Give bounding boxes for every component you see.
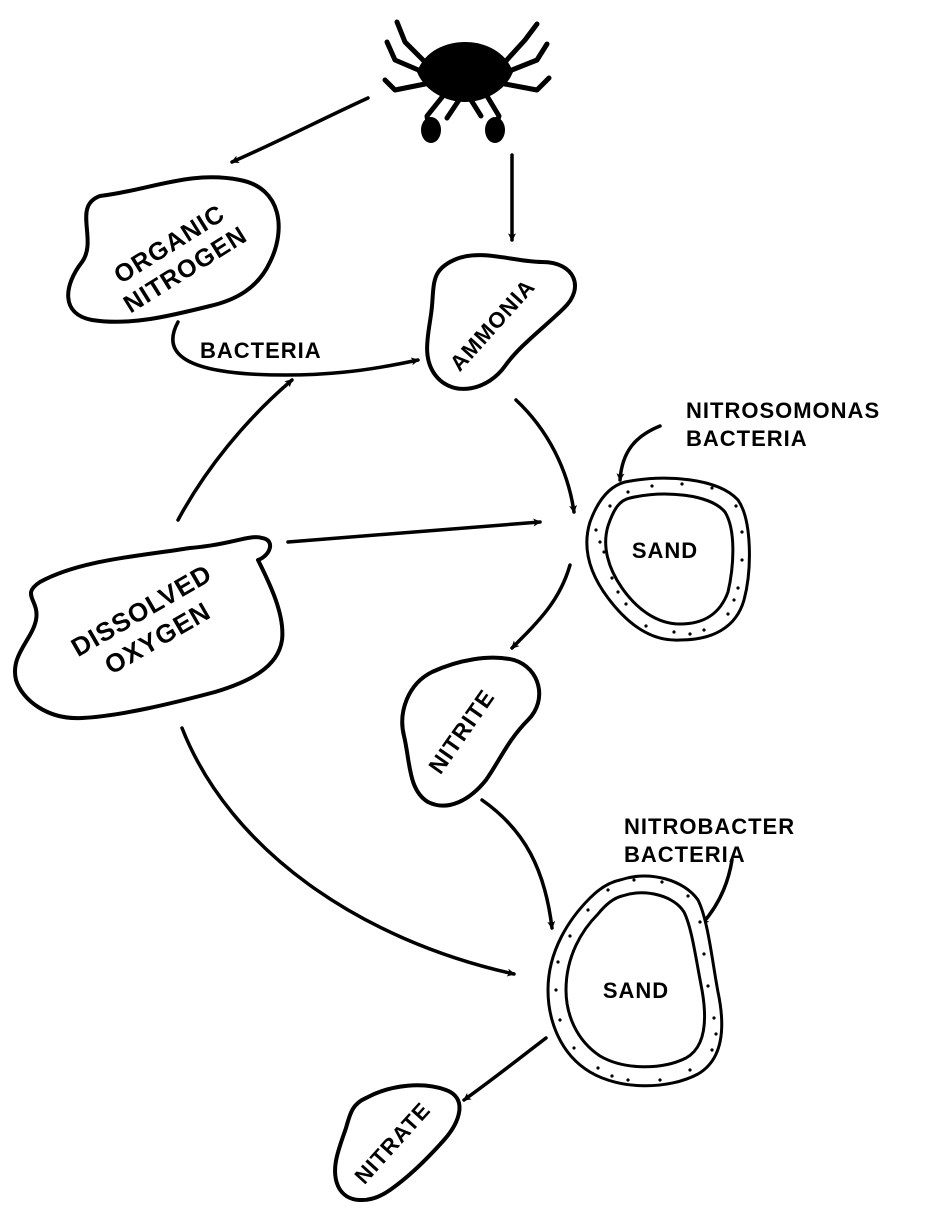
nitrobacter-label-2: BACTERIA: [624, 842, 746, 867]
organic-nitrogen-node: ORGANIC NITROGEN: [68, 177, 278, 322]
arrow-sand-1-to-nitrite: [512, 565, 570, 648]
nitrosomonas-label: NITROSOMONAS BACTERIA: [686, 398, 880, 451]
sand-2-node: SAND: [548, 876, 722, 1086]
nitrate-node: NITRATE: [335, 1085, 459, 1200]
arrow-crab-to-organic-nitrogen: [232, 98, 368, 162]
arrow-oxygen-to-bacteria-step: [178, 380, 292, 520]
nitrite-node: NITRITE: [402, 658, 539, 806]
ammonia-node: AMMONIA: [427, 255, 575, 389]
arrow-nitrite-to-sand-2: [482, 800, 552, 928]
pointer-nitrobacter: [702, 860, 732, 924]
sand-1-label: SAND: [632, 538, 698, 563]
nitrosomonas-label-2: BACTERIA: [686, 426, 808, 451]
arrow-sand-2-to-nitrate: [464, 1038, 546, 1100]
nitrobacter-label: NITROBACTER BACTERIA: [624, 814, 795, 867]
arrow-ammonia-to-sand-1: [516, 400, 574, 512]
nitrobacter-label-1: NITROBACTER: [624, 814, 795, 839]
nitrosomonas-label-1: NITROSOMONAS: [686, 398, 880, 423]
pointer-nitrosomonas: [620, 426, 660, 480]
crab-icon: [385, 22, 549, 143]
dissolved-oxygen-node: DISSOLVED OXYGEN: [15, 537, 282, 718]
bacteria-label: BACTERIA: [200, 338, 322, 363]
arrow-oxygen-to-sand-1: [288, 522, 540, 542]
sand-1-node: SAND: [587, 478, 750, 640]
sand-2-label: SAND: [603, 978, 669, 1003]
